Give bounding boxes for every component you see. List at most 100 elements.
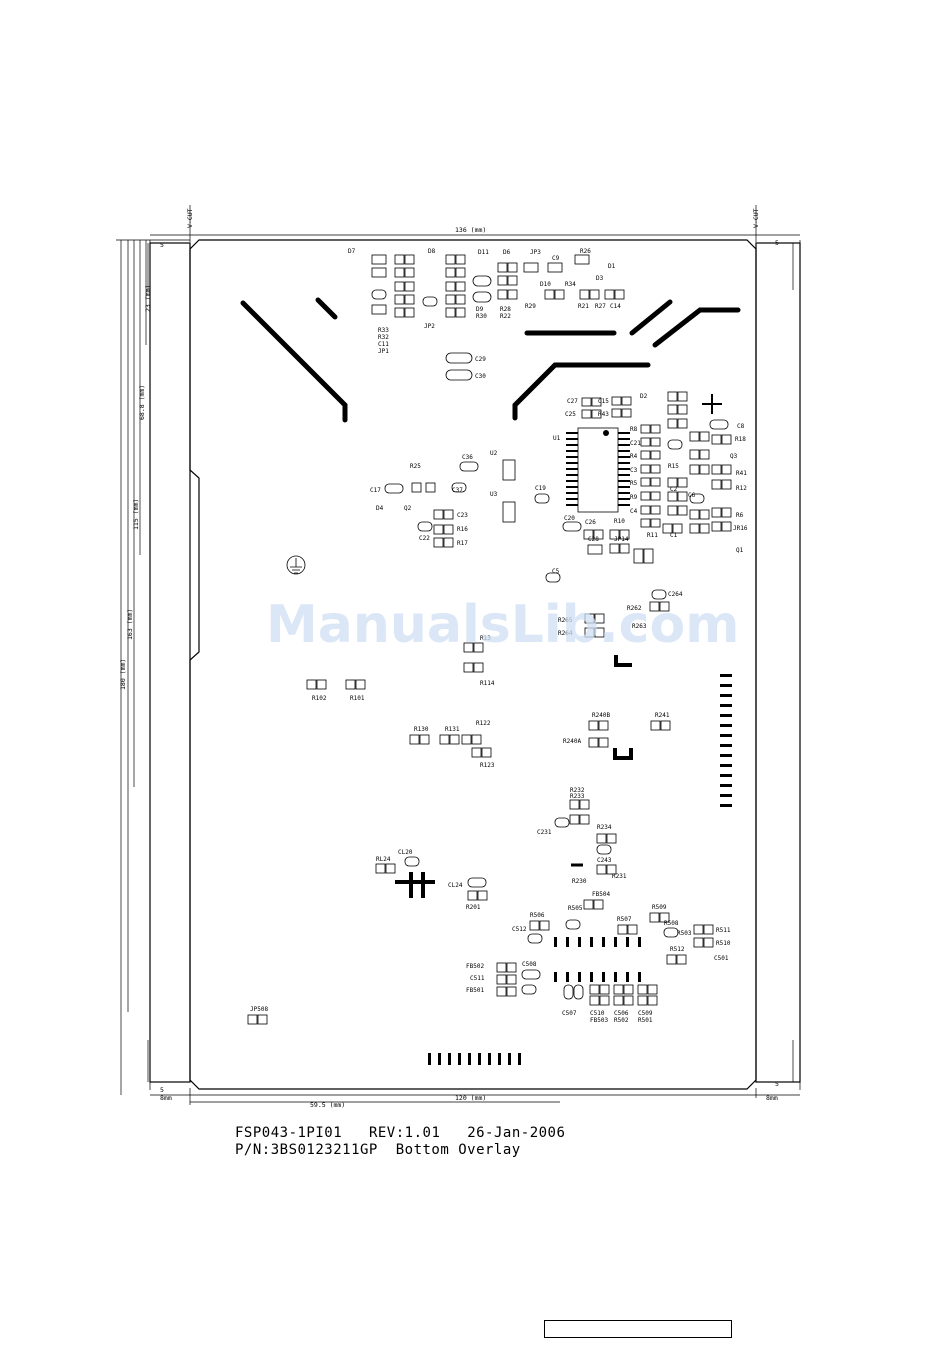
ref-JP508: JP508 [250, 1006, 268, 1013]
ref-D11: D11 [478, 249, 489, 256]
ref-R33: R33 [378, 327, 389, 334]
ref-R130: R130 [414, 726, 429, 733]
part-number: P/N:3BS0123211GP [235, 1142, 378, 1158]
ref-C511: C511 [470, 975, 485, 982]
ref-R509: R509 [652, 904, 667, 911]
ref-R22: R22 [500, 313, 511, 320]
ref-D1: D1 [608, 263, 616, 270]
ref-C19: C19 [535, 485, 546, 492]
ref-FB502: FB502 [466, 963, 484, 970]
component-labels: D7 D8 D11 D6 JP3 C9 R26 D1 D3 D10 R34 R2… [250, 248, 748, 1024]
ref-C6: C6 [688, 492, 696, 499]
ref-R29: R29 [525, 303, 536, 310]
ref-R501: R501 [638, 1017, 653, 1024]
ref-C11: C11 [378, 341, 389, 348]
ref-R234: R234 [597, 824, 612, 831]
ref-C29: C29 [475, 356, 486, 363]
ref-R123: R123 [480, 762, 495, 769]
ref-R18: R18 [735, 436, 746, 443]
ref-R263: R263 [632, 623, 647, 630]
dim-edge-tl: 5 [160, 241, 164, 249]
ref-R510: R510 [716, 940, 731, 947]
ref-FB503: FB503 [590, 1017, 608, 1024]
ref-C22: C22 [419, 535, 430, 542]
ref-R26: R26 [580, 248, 591, 255]
ref-C3: C3 [630, 467, 638, 474]
vcut-right: V-CUT [752, 208, 760, 228]
ref-R240B: R240B [592, 712, 610, 719]
ref-R122: R122 [476, 720, 491, 727]
ref-R508: R508 [664, 920, 679, 927]
ref-R12: R12 [736, 485, 747, 492]
ref-C231: C231 [537, 829, 552, 836]
ref-U3: U3 [490, 491, 498, 498]
ref-D10: D10 [540, 281, 551, 288]
ref-R101: R101 [350, 695, 365, 702]
layer-name: Bottom Overlay [395, 1142, 521, 1158]
ref-C508: C508 [522, 961, 537, 968]
date: 26-Jan-2006 [467, 1125, 566, 1141]
ref-R241: R241 [655, 712, 670, 719]
dimension-lines [116, 205, 801, 1105]
ref-D4: D4 [376, 505, 384, 512]
ref-R16: R16 [457, 526, 468, 533]
ref-C17: C17 [370, 487, 381, 494]
u1-pins [428, 430, 732, 1065]
ref-C4: C4 [630, 508, 638, 515]
dim-23: 23 (mm) [144, 285, 152, 312]
ref-C509: C509 [638, 1010, 653, 1017]
dim-edge-bl: 5 [160, 1086, 164, 1094]
ref-C37: C37 [452, 487, 463, 494]
ref-R506: R506 [530, 912, 545, 919]
ref-C27: C27 [567, 398, 578, 405]
ref-R131: R131 [445, 726, 460, 733]
ref-C1: C1 [670, 532, 678, 539]
ref-R265: R265 [558, 617, 573, 624]
board-outline [149, 239, 801, 1090]
ref-R262: R262 [627, 605, 642, 612]
dim-163: 163 (mm) [126, 609, 134, 640]
ref-Q2: Q2 [404, 505, 412, 512]
ref-R233: R233 [570, 793, 585, 800]
ref-C501: C501 [714, 955, 729, 962]
ref-D3: D3 [596, 275, 604, 282]
dim-115: 115 (mm) [132, 499, 140, 530]
title-block-line-1: FSP043-1PI01 REV:1.01 26-Jan-2006 [235, 1125, 565, 1141]
ref-R28: R28 [500, 306, 511, 313]
ref-CL20: CL20 [398, 849, 413, 856]
ref-C23: C23 [457, 512, 468, 519]
ref-R230: R230 [572, 878, 587, 885]
dim-right-offset: 8mm [766, 1094, 778, 1102]
ref-RL24: RL24 [376, 856, 391, 863]
ref-D2: D2 [640, 393, 648, 400]
ref-R5: R5 [630, 480, 638, 487]
dim-68: 68.8 (mm) [138, 385, 146, 420]
ref-C507: C507 [562, 1010, 577, 1017]
ref-C264: C264 [668, 591, 683, 598]
ref-R232: R232 [570, 787, 585, 794]
ref-JP2: JP2 [424, 323, 435, 330]
ref-R25: R25 [410, 463, 421, 470]
ref-R507: R507 [617, 916, 632, 923]
ref-R264: R264 [558, 630, 573, 637]
dim-bottom-width: 120 (mm) [455, 1094, 486, 1102]
ref-C2: C2 [670, 486, 678, 493]
dim-180: 180 (mm) [119, 659, 127, 690]
ref-FB504: FB504 [592, 891, 610, 898]
ref-JP14: JP14 [614, 536, 629, 543]
ref-C36: C36 [462, 454, 473, 461]
ref-R41: R41 [736, 470, 747, 477]
ref-C510: C510 [590, 1010, 605, 1017]
ref-C9: C9 [552, 255, 560, 262]
ref-Q1: Q1 [736, 547, 744, 554]
ref-D7: D7 [348, 248, 356, 255]
page-box [544, 1320, 732, 1338]
ref-U2: U2 [490, 450, 498, 457]
dim-left-offset: 8mm [160, 1094, 172, 1102]
ref-C243: C243 [597, 857, 612, 864]
ref-C512: C512 [512, 926, 527, 933]
ref-C26: C26 [585, 519, 596, 526]
ref-C8: C8 [737, 423, 745, 430]
ref-R201: R201 [466, 904, 481, 911]
